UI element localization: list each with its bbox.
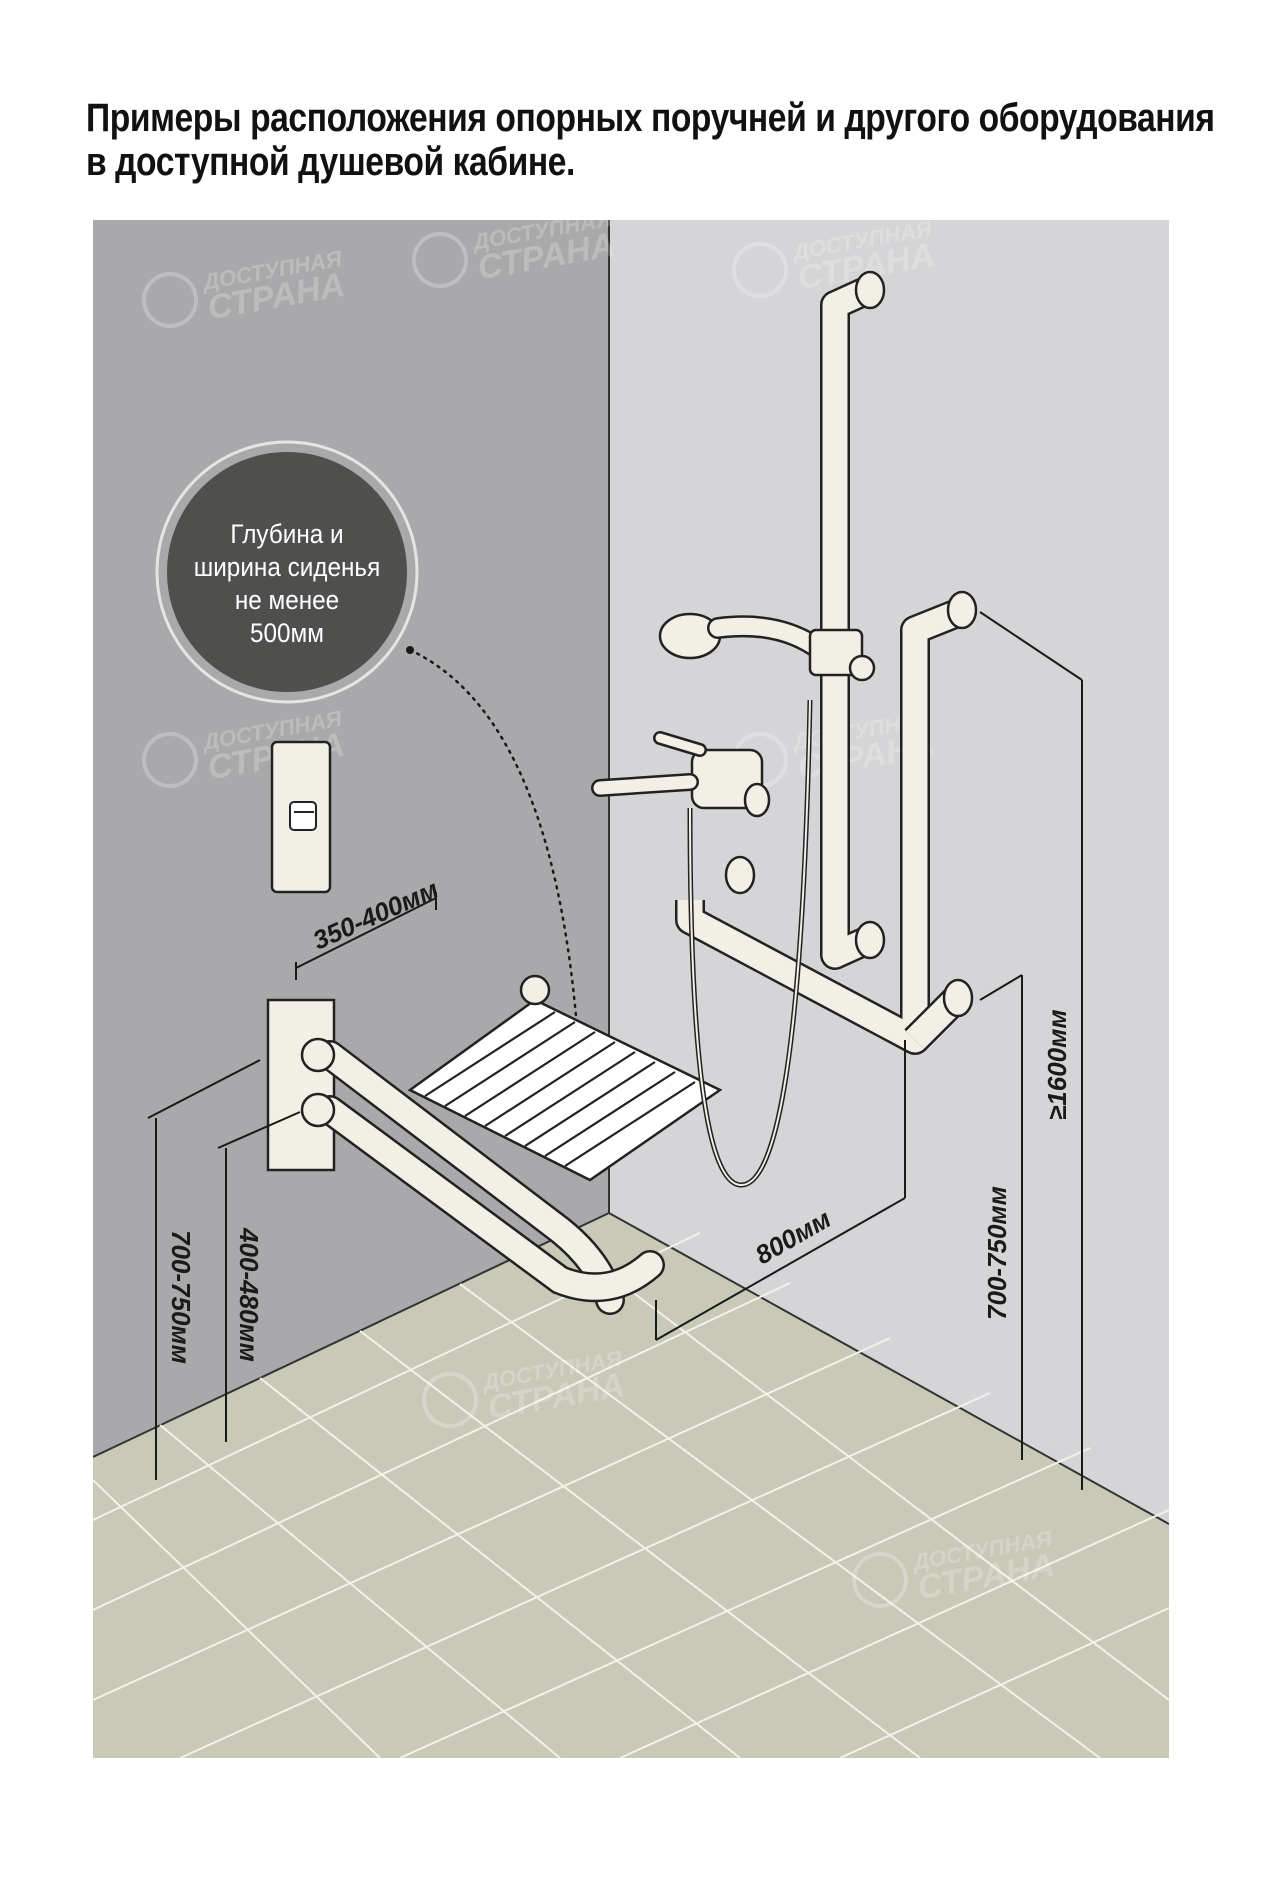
seat-size-callout: Глубина и ширина сиденья не менее 500мм — [189, 518, 385, 650]
callout-line-2: ширина сиденья — [193, 552, 381, 582]
accessibility-icon — [732, 242, 788, 298]
accessibility-icon — [422, 1372, 478, 1428]
shower-holder — [270, 740, 332, 894]
callout-ring — [155, 440, 419, 704]
callout-line-4: 500мм — [250, 618, 324, 648]
accessibility-icon — [142, 732, 198, 788]
accessibility-icon — [142, 272, 198, 328]
accessibility-icon — [852, 1552, 908, 1608]
folding-seat — [407, 974, 723, 1182]
callout-line-1: Глубина и — [230, 519, 344, 549]
dim-rail-height-right: 700-750мм — [982, 1186, 1012, 1320]
room: ДОСТУПНАЯ СТРАНА ДОСТУПНАЯ СТРАНА ДОСТУП… — [93, 220, 1169, 1758]
accessibility-icon — [412, 232, 468, 288]
shower-head — [658, 612, 876, 682]
dim-seat-height: 400-480мм — [234, 1227, 264, 1362]
dim-vertical-rail-top: ≥1600мм — [1042, 1009, 1072, 1120]
floor-tiles — [93, 1232, 1169, 1758]
dim-rail-height-left: 700-750мм — [166, 1230, 196, 1364]
seat-wall-plate — [266, 998, 336, 1172]
mixer-tap — [591, 731, 771, 818]
callout-bubble — [167, 452, 407, 692]
floor — [93, 1213, 1169, 1758]
dimension-lines — [147, 611, 1083, 1490]
fold-up-grab-rail — [300, 1037, 665, 1315]
callout-line-3: не менее — [234, 585, 340, 615]
title-line-2: в доступной душевой кабине. — [86, 140, 575, 184]
